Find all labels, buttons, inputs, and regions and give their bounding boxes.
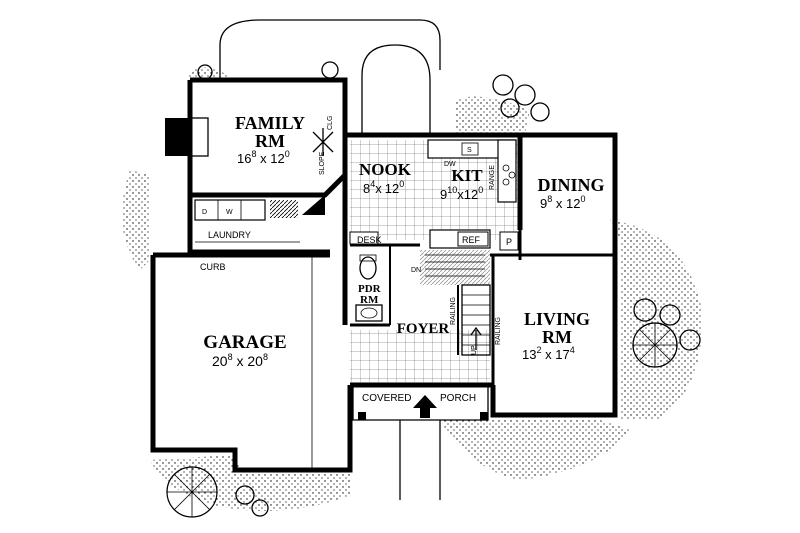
washer-label: W [226,209,233,216]
exterior-walls [150,77,618,473]
dishwasher-label: DW [444,161,456,168]
living-room-label-2: RM [542,327,572,347]
kitchen-cabinets [349,139,519,251]
powder-room-label-1: PDR [358,283,382,295]
family-room-label-1: FAMILY [235,113,305,133]
desk-label: DESK [357,235,382,245]
covered-label: COVERED [362,393,411,404]
powder-room-label-2: RM [360,294,379,306]
family-room-dimensions: 168 x 120 [237,149,290,166]
dryer-label: D [202,209,207,216]
railing-label-left: RAILING [450,297,457,325]
landscape-stipple [122,67,702,511]
railing-label-right: RAILING [495,317,502,345]
foyer-tile [350,330,490,382]
laundry-label: LAUNDRY [208,230,251,240]
slope-mark-icon [312,128,334,156]
stairs-up-label: UP [471,345,478,355]
clg-label: CLG [327,116,334,130]
garage-dimensions: 208 x 208 [212,352,268,369]
dining-label: DINING [537,175,604,195]
porch-label: PORCH [440,393,476,404]
slope-label: SLOPE [319,151,326,175]
living-room-label-1: LIVING [524,309,590,329]
sink-label: S [467,147,472,154]
refrigerator-label: REF [462,235,481,245]
kitchen-label: KIT [451,166,483,185]
patio-outline [219,19,441,80]
curb-label: CURB [200,262,226,272]
pantry-label: P [506,237,512,247]
interior-walls [311,230,615,470]
garage-label: GARAGE [203,332,286,353]
living-room-dimensions: 132 x 174 [522,345,575,362]
stairs [420,250,491,356]
powder-room-fixtures [355,254,383,322]
shrubs [166,61,701,518]
family-room-label-2: RM [255,131,285,151]
fireplace [165,118,190,156]
nook-label: NOOK [359,160,412,179]
foyer-label: FOYER [397,321,450,337]
entry-arrow-icon [413,395,437,418]
stairs-down-label: DN [411,267,421,274]
range-label: RANGE [489,165,496,190]
kitchen-dimensions: 910x120 [440,185,483,202]
laundry-appliances [194,195,325,243]
bay-curve [361,44,431,135]
dining-dimensions: 98 x 120 [540,194,585,211]
